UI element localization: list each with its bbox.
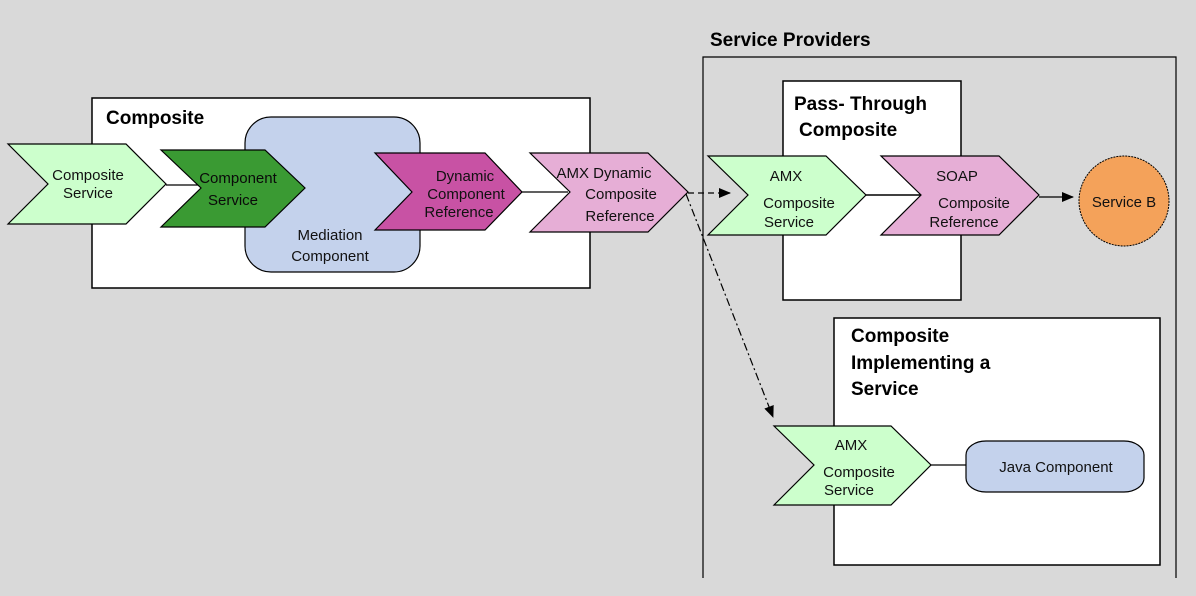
service-providers-container	[702, 56, 1177, 578]
implementing-title-line-1: Composite	[851, 326, 949, 347]
amx-dynamic-composite-reference-chevron[interactable]	[528, 152, 689, 233]
soap-composite-reference-label-2: Composite	[938, 195, 1010, 212]
amx-dynamic-composite-reference-label-1: AMX Dynamic	[556, 165, 652, 182]
mediation-component-label-2: Component	[291, 248, 369, 265]
pass-through-title-line-2: Composite	[799, 120, 897, 141]
pass-through-title-line-1: Pass- Through	[794, 94, 927, 115]
composite-title: Composite	[106, 108, 204, 129]
dynamic-component-reference-label-1: Dynamic	[436, 168, 495, 185]
implementing-title-line-3: Service	[851, 379, 919, 400]
component-service-label-1: Component	[199, 170, 277, 187]
implementing-amx-composite-service-label-3: Service	[824, 482, 874, 499]
soap-composite-reference-label-3: Reference	[929, 214, 998, 231]
pass-through-amx-composite-service-label-2: Composite	[763, 195, 835, 212]
service-b-label: Service B	[1092, 194, 1156, 211]
service-b-circle[interactable]	[1078, 155, 1170, 247]
java-component-label: Java Component	[999, 459, 1113, 476]
component-service-label-2: Service	[208, 192, 258, 209]
pass-through-amx-composite-service-chevron[interactable]	[706, 155, 867, 236]
service-providers-title: Service Providers	[710, 30, 871, 51]
java-component[interactable]	[965, 440, 1145, 493]
soap-composite-reference-chevron[interactable]	[879, 155, 1040, 236]
composite-service-label-1: Composite	[52, 167, 124, 184]
dynamic-component-reference-label-3: Reference	[424, 204, 493, 221]
amx-dynamic-composite-reference-label-2: Composite	[585, 186, 657, 203]
pass-through-amx-composite-service-label-1: AMX	[770, 168, 803, 185]
implementing-amx-composite-service-label-1: AMX	[835, 437, 868, 454]
composite-service-chevron[interactable]	[6, 143, 167, 225]
component-service-chevron[interactable]	[159, 149, 306, 228]
soap-composite-reference-label-1: SOAP	[936, 168, 978, 185]
implementing-amx-composite-service-chevron[interactable]	[772, 425, 932, 506]
edge-amx-ref-to-implementing	[685, 193, 774, 418]
mediation-component-label-1: Mediation	[297, 227, 362, 244]
implementing-amx-composite-service-label-2: Composite	[823, 464, 895, 481]
implementing-title-line-2: Implementing a	[851, 353, 991, 374]
dynamic-component-reference-chevron[interactable]	[373, 152, 523, 231]
dynamic-component-reference-label-2: Component	[427, 186, 505, 203]
amx-dynamic-composite-reference-label-3: Reference	[585, 208, 654, 225]
pass-through-amx-composite-service-label-3: Service	[764, 214, 814, 231]
composite-service-label-2: Service	[63, 185, 113, 202]
